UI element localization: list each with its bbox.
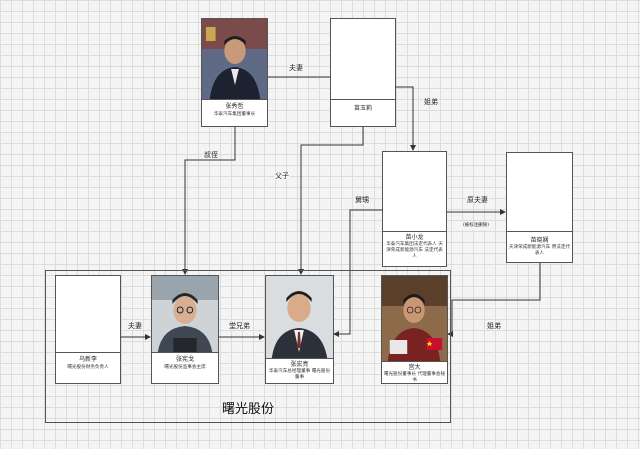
node-zhang-xiuzhe: 张秀哲 华泰汽车集团董事长 (201, 18, 268, 127)
edge-label-couple-group: 夫妻 (127, 322, 143, 330)
node-name: 苗玉莉 (353, 105, 372, 112)
portrait-photo (266, 276, 333, 358)
edge-label-father-son: 父子 (274, 172, 290, 180)
node-name: 乌新李 (78, 356, 97, 363)
node-role: 华泰汽车集团董事长 (213, 112, 256, 117)
node-name: 张宪戈 (175, 356, 194, 363)
node-role: 曙光股份监事会主席 (164, 365, 206, 370)
edge-label-ex-couple: 原夫妻 (466, 196, 489, 204)
node-role: 曙光股份董事长 代理董事会秘书 (383, 372, 446, 383)
node-name: 苗晓娴 (530, 237, 549, 244)
group-title: 曙光股份 (221, 402, 274, 417)
edge-label-uncle-nephew: 叔侄 (203, 151, 219, 159)
node-role: 天津荣成新能源汽车 原法定代表人 (508, 245, 571, 256)
node-role: 华泰汽车总经理董事 曙光股份董事 (268, 369, 331, 380)
edge-label-cousins: 舅甥 (354, 196, 370, 204)
node-wu-xinli: 乌新李 曙光股份财务负责人 (55, 275, 121, 384)
node-su-yuli: 苗玉莉 (330, 18, 396, 127)
edge-siblings-top (396, 86, 416, 151)
node-su-xiaoxian: 苗晓娴 天津荣成新能源汽车 原法定代表人 (506, 152, 573, 263)
edge-label-brothers: 堂兄弟 (228, 322, 251, 330)
node-role: 曙光股份财务负责人 (67, 365, 109, 370)
node-zhang-ke: 张宪戈 曙光股份监事会主席 (151, 275, 219, 384)
node-name: 张秀哲 (225, 103, 244, 110)
node-gong-da: 宫大 曙光股份董事长 代理董事会秘书 (381, 275, 448, 384)
node-su-xiaolong: 苗小龙 华泰汽车集团法定代表人 天津荣成新能源汽车 法定代表人 (382, 151, 447, 267)
node-name: 苗小龙 (405, 234, 424, 241)
portrait-photo (202, 19, 267, 99)
edge-uncle-nephew (182, 127, 236, 275)
node-name: 宫大 (408, 364, 421, 371)
company-group-box: 曙光股份 (45, 270, 451, 423)
edge-label-siblings-right: 姐弟 (486, 322, 502, 330)
portrait-photo (382, 276, 447, 361)
edge-label-couple-top: 夫妻 (288, 64, 304, 72)
node-zhang-hongliang: 张宏亮 华泰汽车总经理董事 曙光股份董事 (265, 275, 334, 384)
node-role: 华泰汽车集团法定代表人 天津荣成新能源汽车 法定代表人 (386, 242, 443, 259)
node-name: 张宏亮 (290, 361, 309, 368)
edge-label-siblings-top: 姐弟 (423, 98, 439, 106)
annotation-note: (被标注删除) (462, 222, 491, 230)
portrait-photo (152, 276, 218, 352)
